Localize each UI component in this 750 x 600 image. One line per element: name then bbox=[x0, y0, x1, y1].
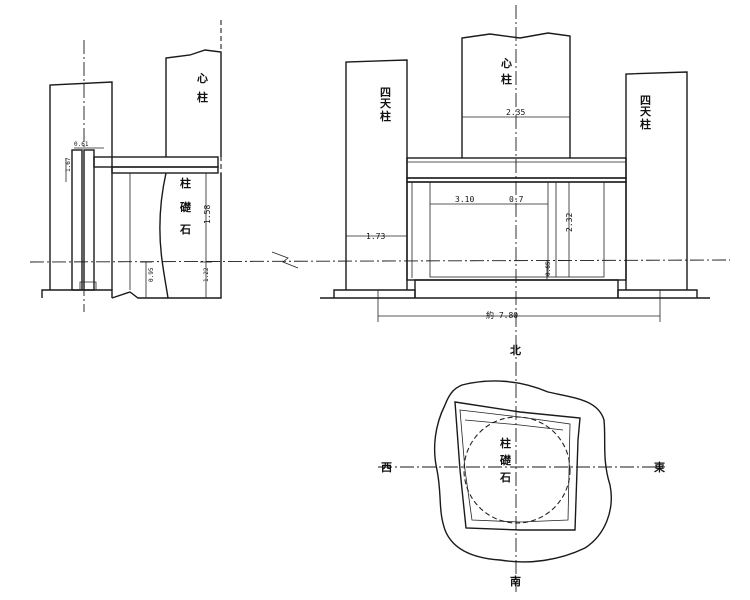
front-center-pillar-label-1: 心 bbox=[501, 57, 512, 70]
dim-inner-gap: 0.7 bbox=[509, 195, 524, 204]
front-right-pillar-label-3: 柱 bbox=[640, 117, 651, 131]
dim-side-base: 0.95 bbox=[148, 267, 155, 282]
dim-overall-width: 約 7.80 bbox=[486, 310, 518, 320]
front-left-pillar-label-2: 天 bbox=[380, 97, 392, 110]
side-elevation: 心 柱 柱 礎 石 0.61 1.67 1.58 1.22 0.95 bbox=[41, 20, 222, 312]
north-label: 北 bbox=[510, 343, 521, 357]
ground-line bbox=[29, 259, 731, 263]
dim-side-lower: 1.22 bbox=[203, 267, 210, 282]
front-left-pillar-label-1: 四 bbox=[380, 86, 391, 99]
plan-view: 北 南 東 西 柱 礎 石 bbox=[378, 340, 666, 592]
dim-side-top: 0.61 bbox=[74, 141, 89, 148]
side-center-pillar-label-2: 柱 bbox=[197, 90, 208, 104]
front-right-pillar-label-1: 四 bbox=[640, 94, 651, 107]
side-stone-label-2: 礎 bbox=[179, 200, 192, 214]
side-center-pillar-label-1: 心 bbox=[197, 72, 208, 85]
dim-inner-height: 2.32 bbox=[565, 213, 574, 232]
dim-side-small: 1.67 bbox=[65, 157, 72, 172]
front-center-pillar-label-2: 柱 bbox=[501, 72, 512, 86]
dim-center-width: 2.35 bbox=[506, 108, 525, 117]
front-elevation: 四 天 柱 心 柱 四 天 柱 2.35 3.10 0.7 2.32 1.73 … bbox=[320, 5, 710, 340]
break-mark bbox=[271, 251, 299, 269]
plan-stone-label-2: 礎 bbox=[499, 453, 512, 467]
plan-stone-label-3: 石 bbox=[499, 471, 511, 484]
dim-pillar-offset: 1.73 bbox=[366, 232, 385, 241]
front-right-pillar-label-2: 天 bbox=[640, 105, 652, 118]
west-label: 西 bbox=[381, 461, 392, 474]
plan-stone-label-1: 柱 bbox=[500, 436, 511, 450]
east-label: 東 bbox=[654, 460, 666, 474]
front-left-pillar-label-3: 柱 bbox=[380, 109, 391, 123]
side-stone-label-3: 石 bbox=[179, 223, 191, 236]
south-label: 南 bbox=[510, 574, 521, 588]
dim-base-small: 0.65 bbox=[545, 261, 552, 276]
dim-side-height: 1.58 bbox=[203, 205, 212, 224]
dim-inner-width: 3.10 bbox=[455, 195, 474, 204]
side-stone-label-1: 柱 bbox=[180, 176, 191, 190]
